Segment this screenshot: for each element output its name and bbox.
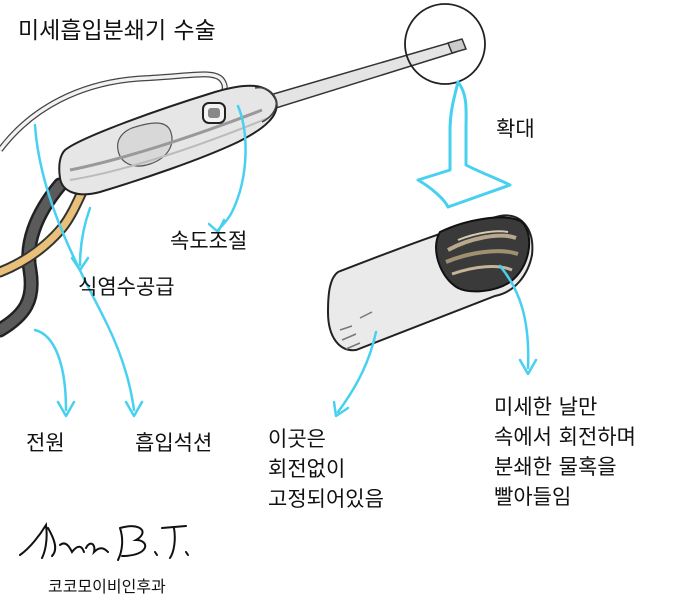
pointer-speed-head <box>207 218 226 234</box>
blade-layer-1 <box>447 233 517 252</box>
signature <box>19 522 189 561</box>
page-title: 미세흡입분쇄기 수술 <box>18 18 216 44</box>
label-fixed-part: 이곳은 회전없이 고정되어있음 <box>268 427 384 511</box>
blade-layer-2 <box>445 249 519 264</box>
pointer-power <box>33 328 68 412</box>
pointer-blade <box>498 264 530 370</box>
instrument-shaft <box>268 41 457 109</box>
handpiece-shade <box>69 108 263 172</box>
pointer-suction-head <box>124 400 144 418</box>
label-saline-supply: 식염수공급 <box>78 275 175 299</box>
handpiece-stripe <box>69 117 269 181</box>
pointer-power-head <box>56 400 76 418</box>
pointer-suction <box>33 123 136 412</box>
pointer-blade-head <box>518 358 538 376</box>
label-magnify: 확대 <box>496 117 535 141</box>
label-speed-control: 속도조절 <box>170 229 248 253</box>
label-suction: 흡입석션 <box>135 431 213 455</box>
speed-knob-center <box>208 108 220 118</box>
pointer-fixed-head <box>332 400 350 418</box>
magnify-arrow <box>416 80 512 209</box>
blade-layer-4 <box>457 230 509 241</box>
label-power: 전원 <box>26 431 65 455</box>
magnify-circle <box>404 3 486 85</box>
blade-layer-3 <box>451 265 513 276</box>
clinic-name: 코코모이비인후과 <box>48 577 166 596</box>
pointer-fixed <box>336 330 378 414</box>
handpiece-nose <box>254 86 278 123</box>
power-cable-core <box>0 180 65 335</box>
shaft-tip <box>446 38 468 54</box>
pointer-saline <box>78 206 92 267</box>
label-rotating-blade: 미세한 날만 속에서 회전하며 분쇄한 물혹을 빨아들임 <box>494 395 636 509</box>
tip-hatch <box>339 311 373 350</box>
